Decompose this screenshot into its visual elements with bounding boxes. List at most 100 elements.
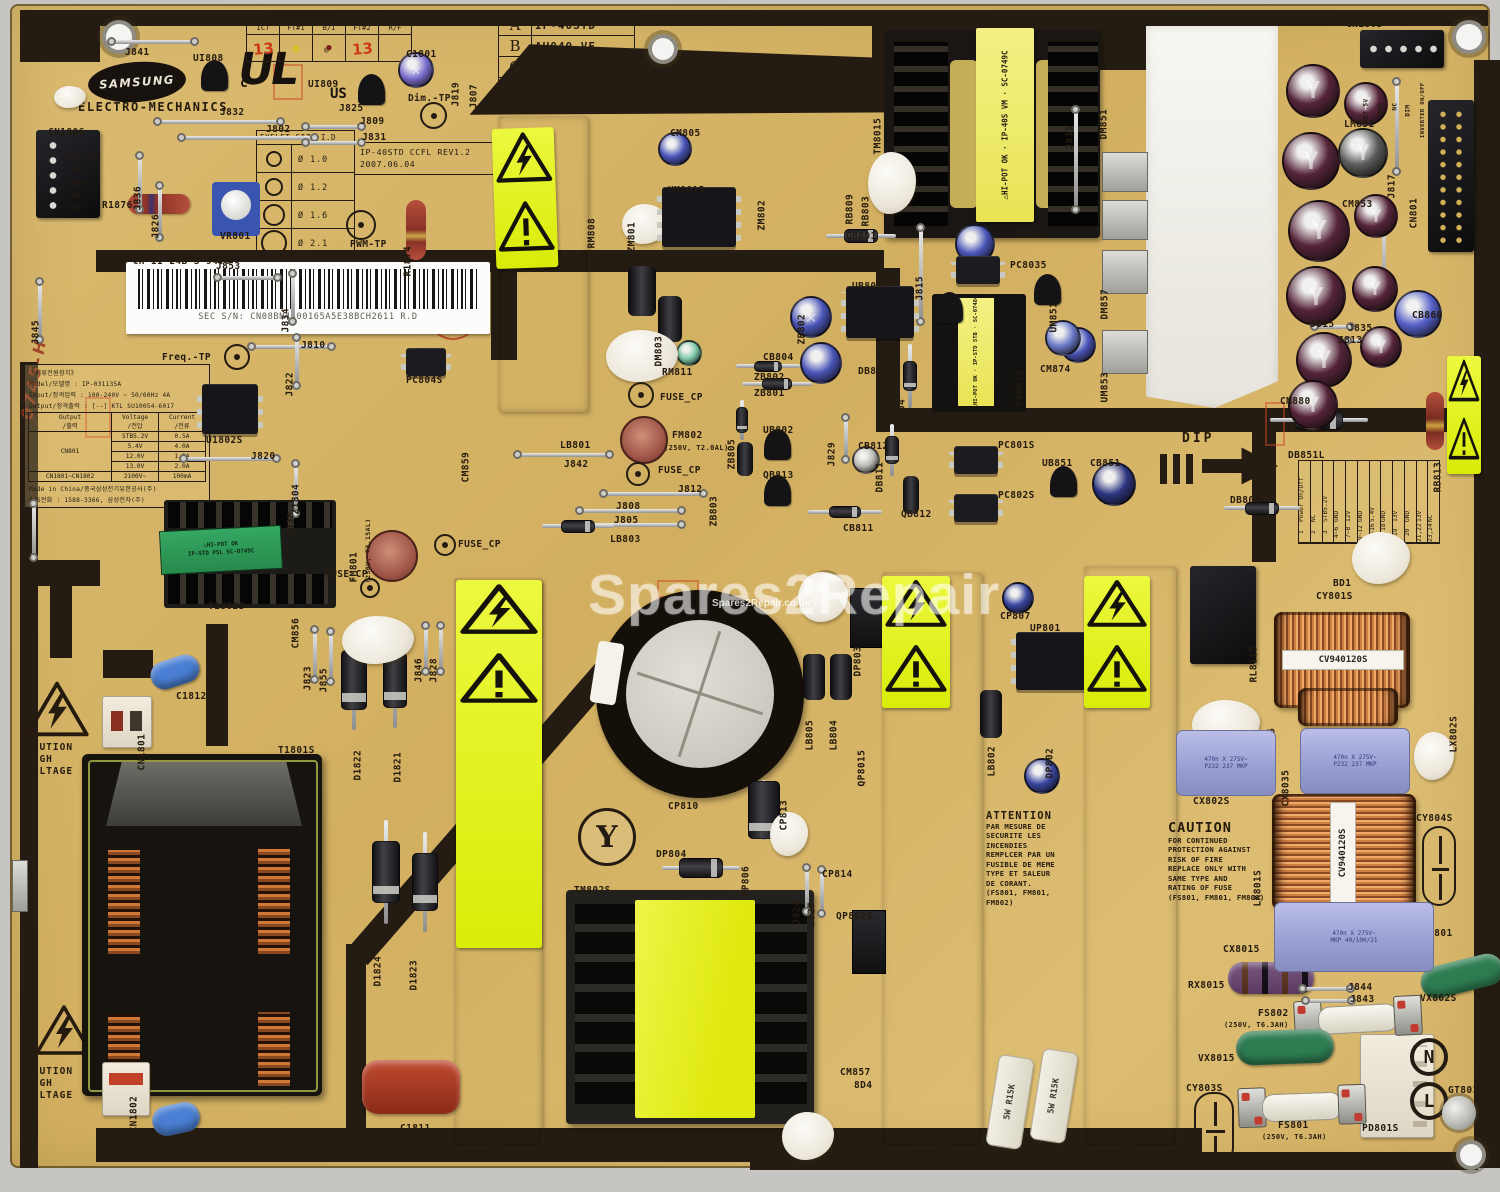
silkscreen-label: ZM801	[626, 221, 638, 253]
pcb-trace	[346, 944, 366, 1132]
power-supply-board: SAMSUNG ELECTRO-MECHANICS c UL ® US 4f H…	[10, 4, 1500, 1170]
silkscreen-label: J846	[413, 657, 425, 683]
pcb-trace	[491, 268, 517, 360]
jumper-wire	[516, 453, 610, 457]
silkscreen-label: VX8015	[1198, 1053, 1235, 1064]
to220-tab	[1102, 200, 1148, 240]
jumper-wire	[295, 336, 299, 386]
silkscreen-label: J855	[318, 667, 330, 693]
copper-winding	[258, 848, 290, 954]
silkscreen-label: PC801S	[998, 440, 1035, 451]
dip-bar	[1186, 454, 1193, 484]
electrolytic-capacitor: Y	[1288, 200, 1350, 262]
eyelet-circle	[265, 177, 283, 196]
jumper-wire	[158, 184, 162, 238]
silkscreen-label: DM857	[1099, 288, 1111, 320]
silkscreen-label: J834	[280, 307, 292, 333]
transistor-to92	[764, 429, 791, 460]
silkscreen-label: CB804	[763, 352, 794, 363]
silkscreen-label: ZB802	[754, 372, 785, 383]
solder-pad	[1301, 996, 1310, 1005]
silkscreen-label: LD	[72, 205, 82, 213]
jumper-wire	[291, 272, 295, 322]
freq-testpoint	[224, 344, 250, 370]
jumper-wire	[439, 624, 443, 672]
diode	[754, 360, 782, 372]
electrolytic-capacitor: Y	[1282, 132, 1340, 190]
jumper-wire	[304, 125, 362, 129]
silkscreen-label: J822	[284, 371, 296, 397]
jumper-wire	[602, 492, 704, 496]
silkscreen-label: DB802	[858, 366, 889, 377]
solder-pad	[292, 333, 301, 342]
silkscreen-label: CP807	[1000, 611, 1031, 622]
electrolytic-capacitor	[676, 340, 702, 366]
transistor-to92	[1050, 466, 1077, 497]
silkscreen-label: J805	[614, 515, 639, 526]
silkscreen-label: CP814	[822, 869, 853, 880]
silkscreen-label: DP802	[1044, 747, 1056, 779]
silkscreen-label: C1813	[204, 1143, 235, 1154]
solder-pad	[155, 181, 164, 190]
solder-pad	[273, 273, 282, 282]
silkscreen-label: D1823	[408, 959, 420, 991]
silkscreen-label: DB851L	[1288, 450, 1325, 461]
silkscreen-label: CN1803	[1346, 19, 1383, 30]
trimmer-vr801	[212, 182, 260, 236]
silkscreen-label: T1801S	[278, 745, 315, 756]
solder-pad	[1298, 984, 1307, 993]
solder-pad	[605, 450, 614, 459]
fuse-cp-testpoint	[360, 578, 380, 598]
cy803s-symbol	[1194, 1092, 1234, 1166]
rev-line2: 2007.06.04	[360, 159, 416, 170]
silkscreen-label: CY803S	[1186, 1083, 1223, 1094]
electrolytic-capacitor: Y	[1286, 64, 1340, 118]
connector-cn1801	[102, 696, 152, 748]
transistor-to92	[1034, 274, 1061, 305]
silkscreen-label: DIM	[1404, 104, 1412, 117]
capacitor-pill	[146, 650, 204, 694]
transformer-tm802s	[566, 890, 814, 1124]
connector-cn1802	[102, 1062, 150, 1116]
jumper-wire	[1382, 212, 1386, 298]
solder-pad	[1346, 322, 1355, 331]
transistor-to92	[358, 74, 385, 105]
silkscreen-label: RB813	[1432, 461, 1444, 493]
diode-band	[413, 894, 437, 903]
solder-pad	[310, 675, 319, 684]
jumper-wire	[156, 120, 281, 124]
capacitor-cp810	[589, 590, 804, 798]
serial-number: SEC S/N: CN08BN4400165A5E38BCH2611 R.D	[198, 312, 418, 322]
warning-triangles-icon	[1087, 580, 1147, 692]
silkscreen-label: J824	[791, 899, 803, 925]
film-cap-text: 470n X 275V~	[1333, 753, 1377, 761]
watermark: Spares2Repair	[588, 563, 1001, 627]
diode-band	[749, 822, 779, 831]
pcb-trace	[206, 624, 228, 746]
solder-pad	[35, 277, 44, 286]
transformer-t1802s: △HI-POT OK IP-STD PSL SC-0749C	[158, 500, 336, 608]
inductor	[803, 654, 825, 700]
solder-pad	[513, 450, 522, 459]
to220-tab	[1102, 152, 1148, 192]
winding	[950, 60, 978, 208]
electro-mechanics-text: ELECTRO-MECHANICS	[78, 100, 229, 114]
jumper-wire	[1301, 987, 1351, 991]
eyelet-circle	[266, 150, 282, 167]
heatsink-top-right	[1146, 26, 1278, 408]
jumper-wire	[313, 628, 317, 680]
silkscreen-label: TM802S	[574, 885, 611, 896]
silkscreen-label: J829	[826, 441, 838, 467]
electrolytic-capacitor: Y	[1296, 332, 1352, 388]
solder-pad	[436, 667, 445, 676]
jumper-wire	[294, 462, 298, 514]
attention-block: ATTENTION PAR MESURE DE SECURITE LES INC…	[986, 810, 1055, 907]
silkscreen-label: J842	[564, 459, 589, 470]
silkscreen-label: J815	[1310, 319, 1335, 330]
solder-pad	[357, 138, 366, 147]
electrolytic-capacitor	[658, 132, 692, 166]
silkscreen-label: CY801S	[1316, 591, 1353, 602]
